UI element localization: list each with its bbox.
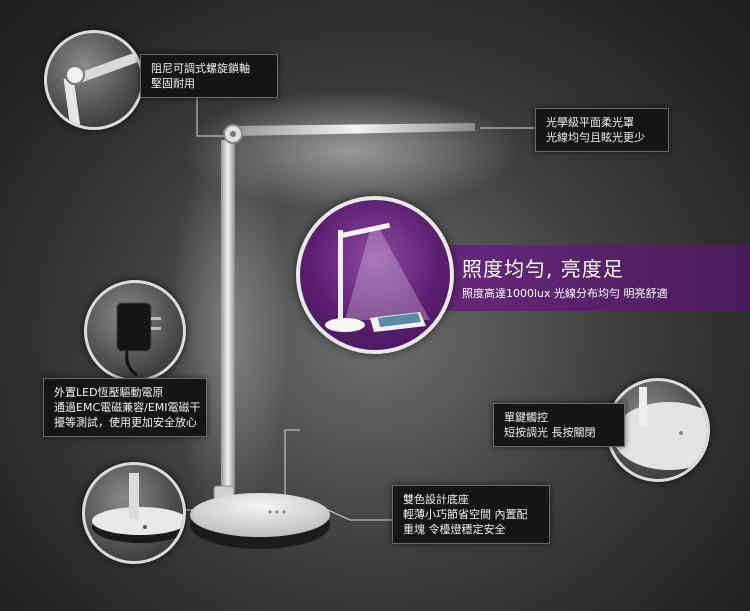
power-callout-line3: 擾等測試，使用更加安全放心 bbox=[54, 416, 197, 429]
power-callout-line1: 外置LED恆壓驅動電原 bbox=[54, 386, 164, 399]
base-callout: 雙色設計底座 輕薄小巧節省空間 內置配 重塊 令檯燈穩定安全 bbox=[392, 485, 550, 544]
touch-callout-line2: 短按調光 長按關閉 bbox=[504, 426, 596, 439]
power-adapter-image bbox=[84, 280, 186, 382]
power-callout: 外置LED恆壓驅動電原 通過EMC電磁兼容/EMI電磁干 擾等測試，使用更加安全… bbox=[43, 378, 207, 437]
hinge-callout-line2: 堅固耐用 bbox=[151, 77, 195, 90]
power-callout-line2: 通過EMC電磁兼容/EMI電磁干 bbox=[54, 401, 201, 414]
lamp-lighting-image bbox=[296, 196, 454, 354]
base-callout-line2: 輕薄小巧節省空間 內置配 bbox=[403, 508, 528, 521]
feature-banner: 照度均勻, 亮度足 照度高達1000lux 光線分布均勻 明亮舒適 bbox=[398, 245, 750, 311]
touch-callout: 單鍵觸控 短按調光 長按關閉 bbox=[493, 403, 625, 447]
touch-callout-line1: 單鍵觸控 bbox=[504, 411, 548, 424]
base-closeup-image bbox=[82, 462, 186, 564]
banner-title: 照度均勻, 亮度足 bbox=[462, 257, 624, 281]
base-callout-line1: 雙色設計底座 bbox=[403, 493, 469, 506]
optics-callout: 光學級平面柔光罩 光線均勻且眩光更少 bbox=[535, 108, 669, 152]
hinge-callout-line1: 阻尼可調式螺旋鎖軸 bbox=[151, 62, 250, 75]
optics-callout-line2: 光線均勻且眩光更少 bbox=[546, 131, 645, 144]
leader-lines bbox=[183, 88, 535, 521]
hinge-closeup-image bbox=[44, 30, 144, 130]
banner-subtitle: 照度高達1000lux 光線分布均勻 明亮舒適 bbox=[462, 287, 668, 300]
hinge-callout: 阻尼可調式螺旋鎖軸 堅固耐用 bbox=[140, 54, 278, 98]
optics-callout-line1: 光學級平面柔光罩 bbox=[546, 116, 634, 129]
base-callout-line3: 重塊 令檯燈穩定安全 bbox=[403, 523, 506, 536]
